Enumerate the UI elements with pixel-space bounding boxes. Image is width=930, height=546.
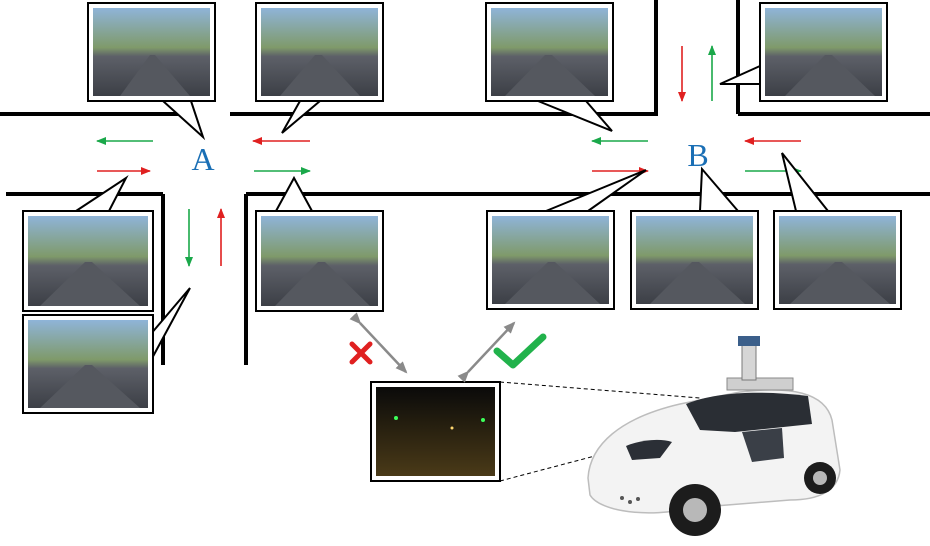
match-arrows — [349, 312, 516, 383]
street-view-photo — [630, 210, 759, 310]
match-arrow-rejected — [349, 312, 408, 374]
intersection-label-b: B — [687, 137, 708, 173]
street-view-photo — [255, 210, 384, 312]
street-view-photo — [485, 2, 614, 102]
night-street-photo — [370, 381, 501, 482]
camera-guide-lines — [499, 381, 701, 482]
street-view-photo — [773, 210, 902, 310]
street-view-photo — [759, 2, 888, 102]
check-mark — [493, 333, 547, 369]
street-view-photo — [486, 210, 615, 310]
cross-mark — [349, 341, 373, 365]
intersection-label-a: A — [191, 141, 214, 177]
survey-car — [587, 336, 841, 536]
street-view-photo — [22, 210, 154, 312]
street-view-photo — [87, 2, 216, 102]
callout-tails — [75, 65, 829, 363]
street-view-photo — [255, 2, 384, 102]
match-arrow-accepted — [457, 321, 516, 383]
street-view-photo — [22, 314, 154, 414]
street-view-thumbnails — [22, 2, 902, 414]
direction-arrows — [96, 45, 802, 267]
